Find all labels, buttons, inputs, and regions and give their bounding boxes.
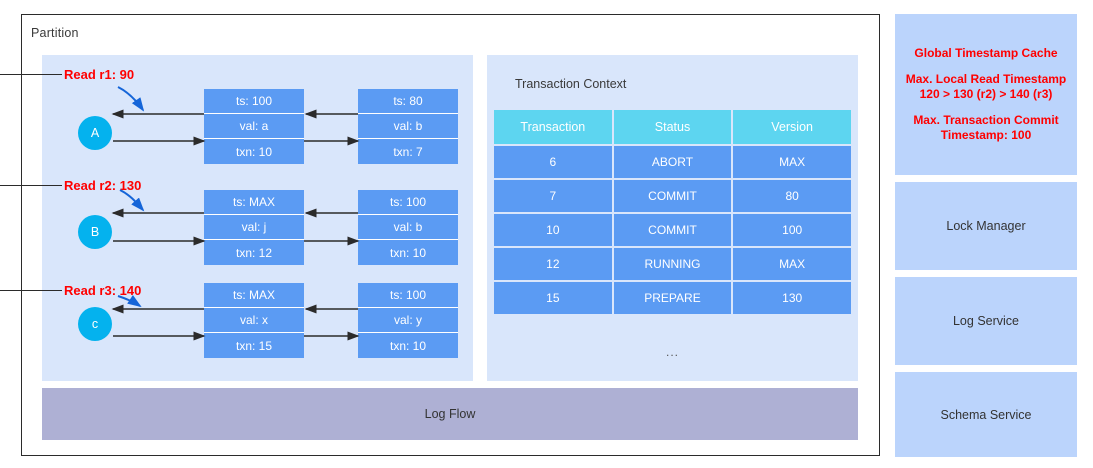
column-header-version: Version xyxy=(733,110,851,144)
record-node-a: A xyxy=(78,116,112,150)
version-ts: ts: MAX xyxy=(204,283,304,308)
cell-version: MAX xyxy=(733,146,851,178)
lock-manager-panel: Lock Manager xyxy=(895,182,1077,270)
read-label-r2: Read r2: 130 xyxy=(64,178,142,193)
version-val: val: a xyxy=(204,114,304,139)
transaction-context-table: Transaction Status Version 6 ABORT MAX 7… xyxy=(492,108,853,316)
cell-status: COMMIT xyxy=(613,214,732,246)
version-box-a-1: ts: 80 val: b txn: 7 xyxy=(358,89,458,164)
version-box-c-1: ts: 100 val: y txn: 10 xyxy=(358,283,458,358)
schema-service-label: Schema Service xyxy=(940,407,1032,422)
version-box-a-0: ts: 100 val: a txn: 10 xyxy=(204,89,304,164)
record-node-a-label: A xyxy=(90,126,100,140)
cell-version: 130 xyxy=(733,282,851,314)
cell-transaction: 12 xyxy=(494,248,612,280)
read-leader-line-r1 xyxy=(0,74,62,76)
log-flow-label: Log Flow xyxy=(424,407,476,421)
cell-version: MAX xyxy=(733,248,851,280)
version-val: val: j xyxy=(204,215,304,240)
log-service-label: Log Service xyxy=(952,314,1019,328)
table-header-row: Transaction Status Version xyxy=(494,110,851,144)
gtc-title: Global Timestamp Cache xyxy=(914,46,1058,60)
version-box-c-0: ts: MAX val: x txn: 15 xyxy=(204,283,304,358)
version-val: val: y xyxy=(358,308,458,333)
record-node-c: c xyxy=(78,307,112,341)
gtc-max-commit-label: Max. Transaction Commit xyxy=(913,113,1059,127)
version-ts: ts: MAX xyxy=(204,190,304,215)
gtc-max-local-read-value: 120 > 130 (r2) > 140 (r3) xyxy=(919,87,1053,101)
gtc-max-local-read-label: Max. Local Read Timestamp xyxy=(905,72,1067,86)
version-val: val: x xyxy=(204,308,304,333)
cell-status: COMMIT xyxy=(613,180,732,212)
read-label-r1: Read r1: 90 xyxy=(64,67,135,82)
version-txn: txn: 10 xyxy=(358,333,458,358)
table-row: 12 RUNNING MAX xyxy=(494,248,851,280)
version-box-b-0: ts: MAX val: j txn: 12 xyxy=(204,190,304,265)
cell-version: 100 xyxy=(733,214,851,246)
transaction-context-title: Transaction Context xyxy=(515,77,627,91)
read-label-r3: Read r3: 140 xyxy=(64,283,142,298)
partition-title: Partition xyxy=(31,26,79,40)
read-leader-line-r2 xyxy=(0,185,62,187)
cell-transaction: 6 xyxy=(494,146,612,178)
schema-service-panel: Schema Service xyxy=(895,372,1077,457)
table-row: 15 PREPARE 130 xyxy=(494,282,851,314)
cell-transaction: 15 xyxy=(494,282,612,314)
version-box-b-1: ts: 100 val: b txn: 10 xyxy=(358,190,458,265)
table-row: 6 ABORT MAX xyxy=(494,146,851,178)
table-overflow-indicator: ... xyxy=(492,330,853,374)
version-txn: txn: 7 xyxy=(358,139,458,164)
table-row: 10 COMMIT 100 xyxy=(494,214,851,246)
version-ts: ts: 100 xyxy=(358,190,458,215)
global-timestamp-cache-panel: Global Timestamp Cache Max. Local Read T… xyxy=(895,14,1077,175)
version-ts: ts: 80 xyxy=(358,89,458,114)
column-header-status: Status xyxy=(613,110,732,144)
version-ts: ts: 100 xyxy=(358,283,458,308)
record-node-c-label: c xyxy=(91,317,99,331)
read-leader-line-r3 xyxy=(0,290,62,292)
version-txn: txn: 10 xyxy=(204,139,304,164)
version-txn: txn: 15 xyxy=(204,333,304,358)
version-ts: ts: 100 xyxy=(204,89,304,114)
cell-status: PREPARE xyxy=(613,282,732,314)
record-node-b-label: B xyxy=(90,225,100,239)
version-val: val: b xyxy=(358,215,458,240)
cell-status: ABORT xyxy=(613,146,732,178)
cell-transaction: 10 xyxy=(494,214,612,246)
cell-status: RUNNING xyxy=(613,248,732,280)
lock-manager-label: Lock Manager xyxy=(946,219,1026,233)
log-flow-bar xyxy=(42,388,858,440)
table-row: 7 COMMIT 80 xyxy=(494,180,851,212)
version-txn: txn: 12 xyxy=(204,240,304,265)
gtc-max-commit-value: Timestamp: 100 xyxy=(940,128,1032,142)
cell-version: 80 xyxy=(733,180,851,212)
log-service-panel: Log Service xyxy=(895,277,1077,365)
cell-transaction: 7 xyxy=(494,180,612,212)
column-header-transaction: Transaction xyxy=(494,110,612,144)
record-node-b: B xyxy=(78,215,112,249)
version-txn: txn: 10 xyxy=(358,240,458,265)
version-val: val: b xyxy=(358,114,458,139)
